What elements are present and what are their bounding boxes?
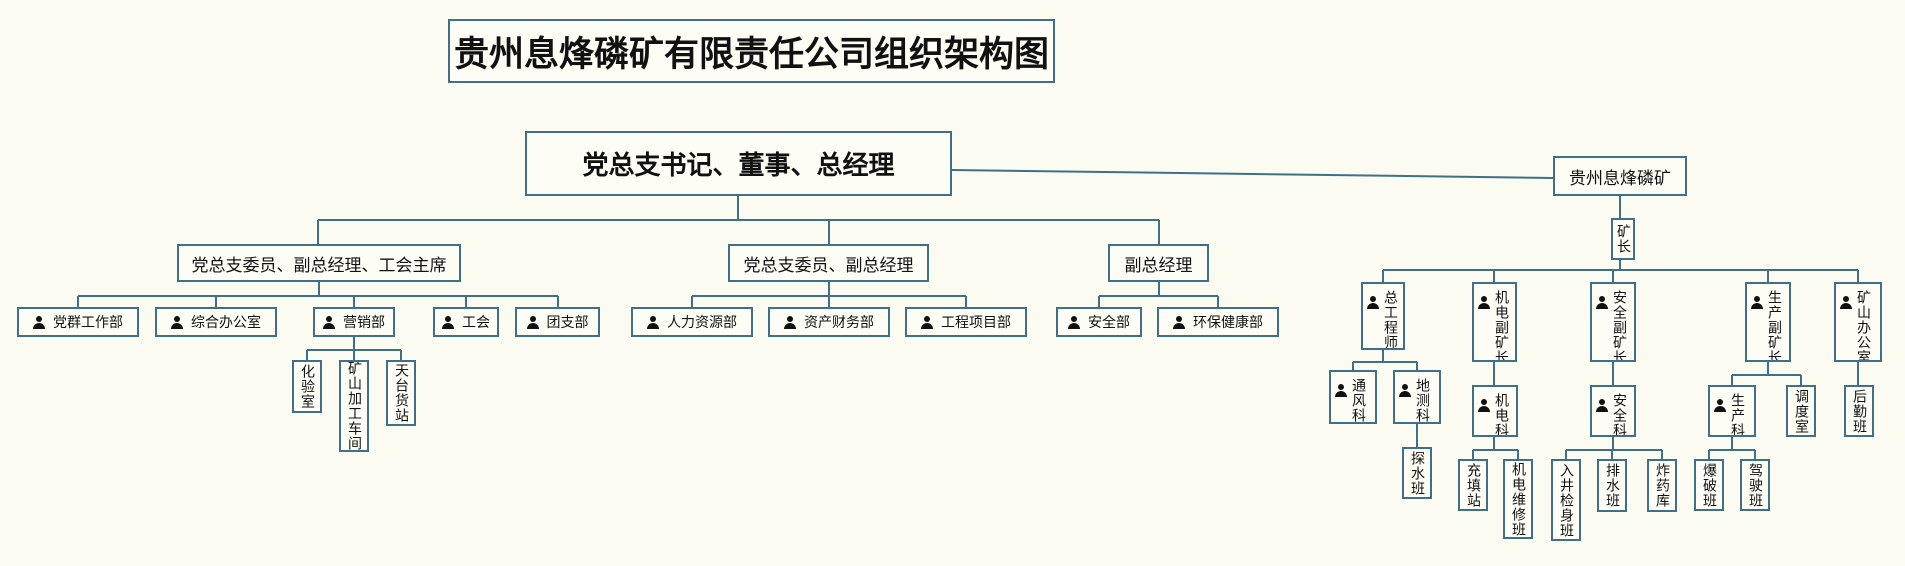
node-zhayao: 炸药库 xyxy=(1647,459,1677,512)
node-tuanzhi: 团支部 xyxy=(515,307,600,337)
node-huayan: 化验室 xyxy=(292,360,322,413)
node-paishui: 排水班 xyxy=(1597,459,1627,512)
node-dangqun: 党群工作部 xyxy=(17,307,139,337)
node-shengchan-fu: 生产副矿长 xyxy=(1745,282,1791,362)
person-icon xyxy=(526,315,539,329)
person-icon xyxy=(1596,296,1608,309)
person-icon xyxy=(1751,296,1763,309)
node-vp2: 党总支委员、副总经理 xyxy=(728,244,929,282)
node-yingxiao: 营销部 xyxy=(313,307,395,337)
node-rujing: 入井检身班 xyxy=(1551,459,1581,541)
node-shengchanke: 生产科 xyxy=(1708,385,1756,437)
person-icon xyxy=(1335,384,1347,397)
node-houqin: 后勤班 xyxy=(1844,385,1874,437)
node-vp3: 副总经理 xyxy=(1108,244,1209,282)
node-jiagong: 矿山加工车间 xyxy=(339,360,369,452)
node-dice: 地测科 xyxy=(1393,370,1441,424)
person-icon xyxy=(1399,384,1411,397)
node-jiashi: 驾驶班 xyxy=(1740,459,1770,511)
person-icon xyxy=(784,315,796,329)
person-icon xyxy=(1367,296,1379,309)
node-root: 党总支书记、董事、总经理 xyxy=(525,131,952,196)
node-anquan-fu: 安全副矿长 xyxy=(1590,282,1636,362)
node-zonghe: 综合办公室 xyxy=(155,307,277,337)
connector-line xyxy=(951,169,1554,179)
node-gonghui: 工会 xyxy=(433,307,499,337)
person-icon xyxy=(1714,399,1726,412)
node-vp1: 党总支委员、副总经理、工会主席 xyxy=(177,244,461,282)
node-mine-head: 矿长 xyxy=(1611,218,1635,260)
node-zonggong: 总工程师 xyxy=(1361,282,1405,350)
person-icon xyxy=(442,315,454,329)
node-diaodu: 调度室 xyxy=(1786,385,1816,437)
node-jidianke: 机电科 xyxy=(1472,385,1518,437)
person-icon xyxy=(323,315,335,329)
node-chongtian: 充填站 xyxy=(1458,459,1488,511)
node-anquan-bu: 安全部 xyxy=(1056,307,1142,337)
person-icon xyxy=(647,315,659,329)
person-icon xyxy=(1840,296,1852,309)
person-icon xyxy=(921,315,933,329)
node-tanshui: 探水班 xyxy=(1402,447,1432,499)
node-huanbao: 环保健康部 xyxy=(1157,307,1279,337)
node-bangong: 矿山办公室 xyxy=(1834,282,1882,362)
node-baopo: 爆破班 xyxy=(1694,459,1724,511)
person-icon xyxy=(1478,296,1490,309)
node-mine: 贵州息烽磷矿 xyxy=(1553,156,1687,196)
person-icon xyxy=(171,315,183,329)
person-icon xyxy=(1478,399,1490,412)
node-weixiu: 机电维修班 xyxy=(1503,459,1533,539)
node-renli: 人力资源部 xyxy=(631,307,753,337)
person-icon xyxy=(1173,315,1185,329)
node-anquanke: 安全科 xyxy=(1590,385,1636,437)
node-zichan: 资产财务部 xyxy=(768,307,890,337)
chart-title: 贵州息烽磷矿有限责任公司组织架构图 xyxy=(448,19,1055,83)
person-icon xyxy=(1596,399,1608,412)
person-icon xyxy=(1068,315,1080,329)
person-icon xyxy=(33,315,45,329)
node-jidian-fu: 机电副矿长 xyxy=(1472,282,1517,362)
node-gongcheng: 工程项目部 xyxy=(905,307,1027,337)
node-tiantai: 天台货站 xyxy=(386,360,416,426)
node-tongfeng: 通风科 xyxy=(1329,370,1377,424)
